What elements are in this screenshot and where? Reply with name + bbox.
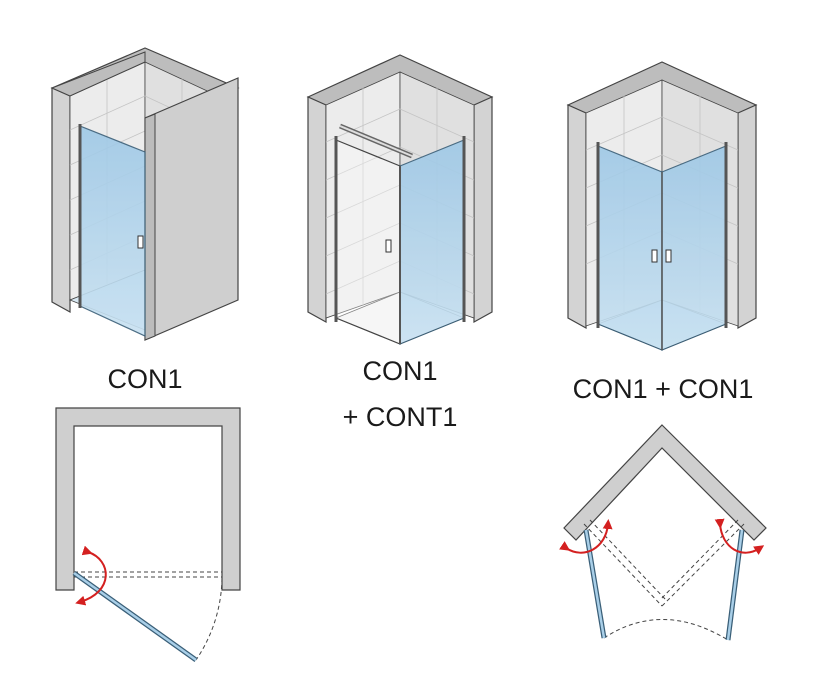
illustration-con1-cont1 bbox=[306, 54, 494, 345]
right-wall bbox=[144, 77, 239, 341]
illustration-con1 bbox=[50, 47, 240, 341]
glass-door-right bbox=[661, 145, 727, 351]
plan-walls bbox=[55, 407, 241, 591]
glass-door bbox=[79, 125, 146, 337]
glass-door-left bbox=[597, 145, 663, 351]
label-con1: CON1 bbox=[107, 364, 183, 394]
left-wall bbox=[51, 87, 71, 314]
door-handle bbox=[651, 249, 658, 263]
label-con1-cont1-line1: CON1 bbox=[362, 356, 438, 386]
plan-con1 bbox=[55, 407, 241, 663]
door-handle bbox=[665, 249, 672, 263]
plan-con1-con1 bbox=[559, 424, 767, 641]
label-con1-cont1-line2: + CONT1 bbox=[342, 402, 458, 432]
door-handle bbox=[137, 235, 144, 249]
door-handle bbox=[385, 239, 392, 253]
swing-arrow-right bbox=[714, 518, 765, 555]
illustration-con1-con1 bbox=[566, 61, 758, 351]
glass-door bbox=[399, 139, 465, 345]
label-con1-con1: CON1 + CON1 bbox=[572, 374, 754, 404]
swing-arrow-left bbox=[559, 519, 613, 554]
swing-arrow bbox=[75, 545, 107, 606]
